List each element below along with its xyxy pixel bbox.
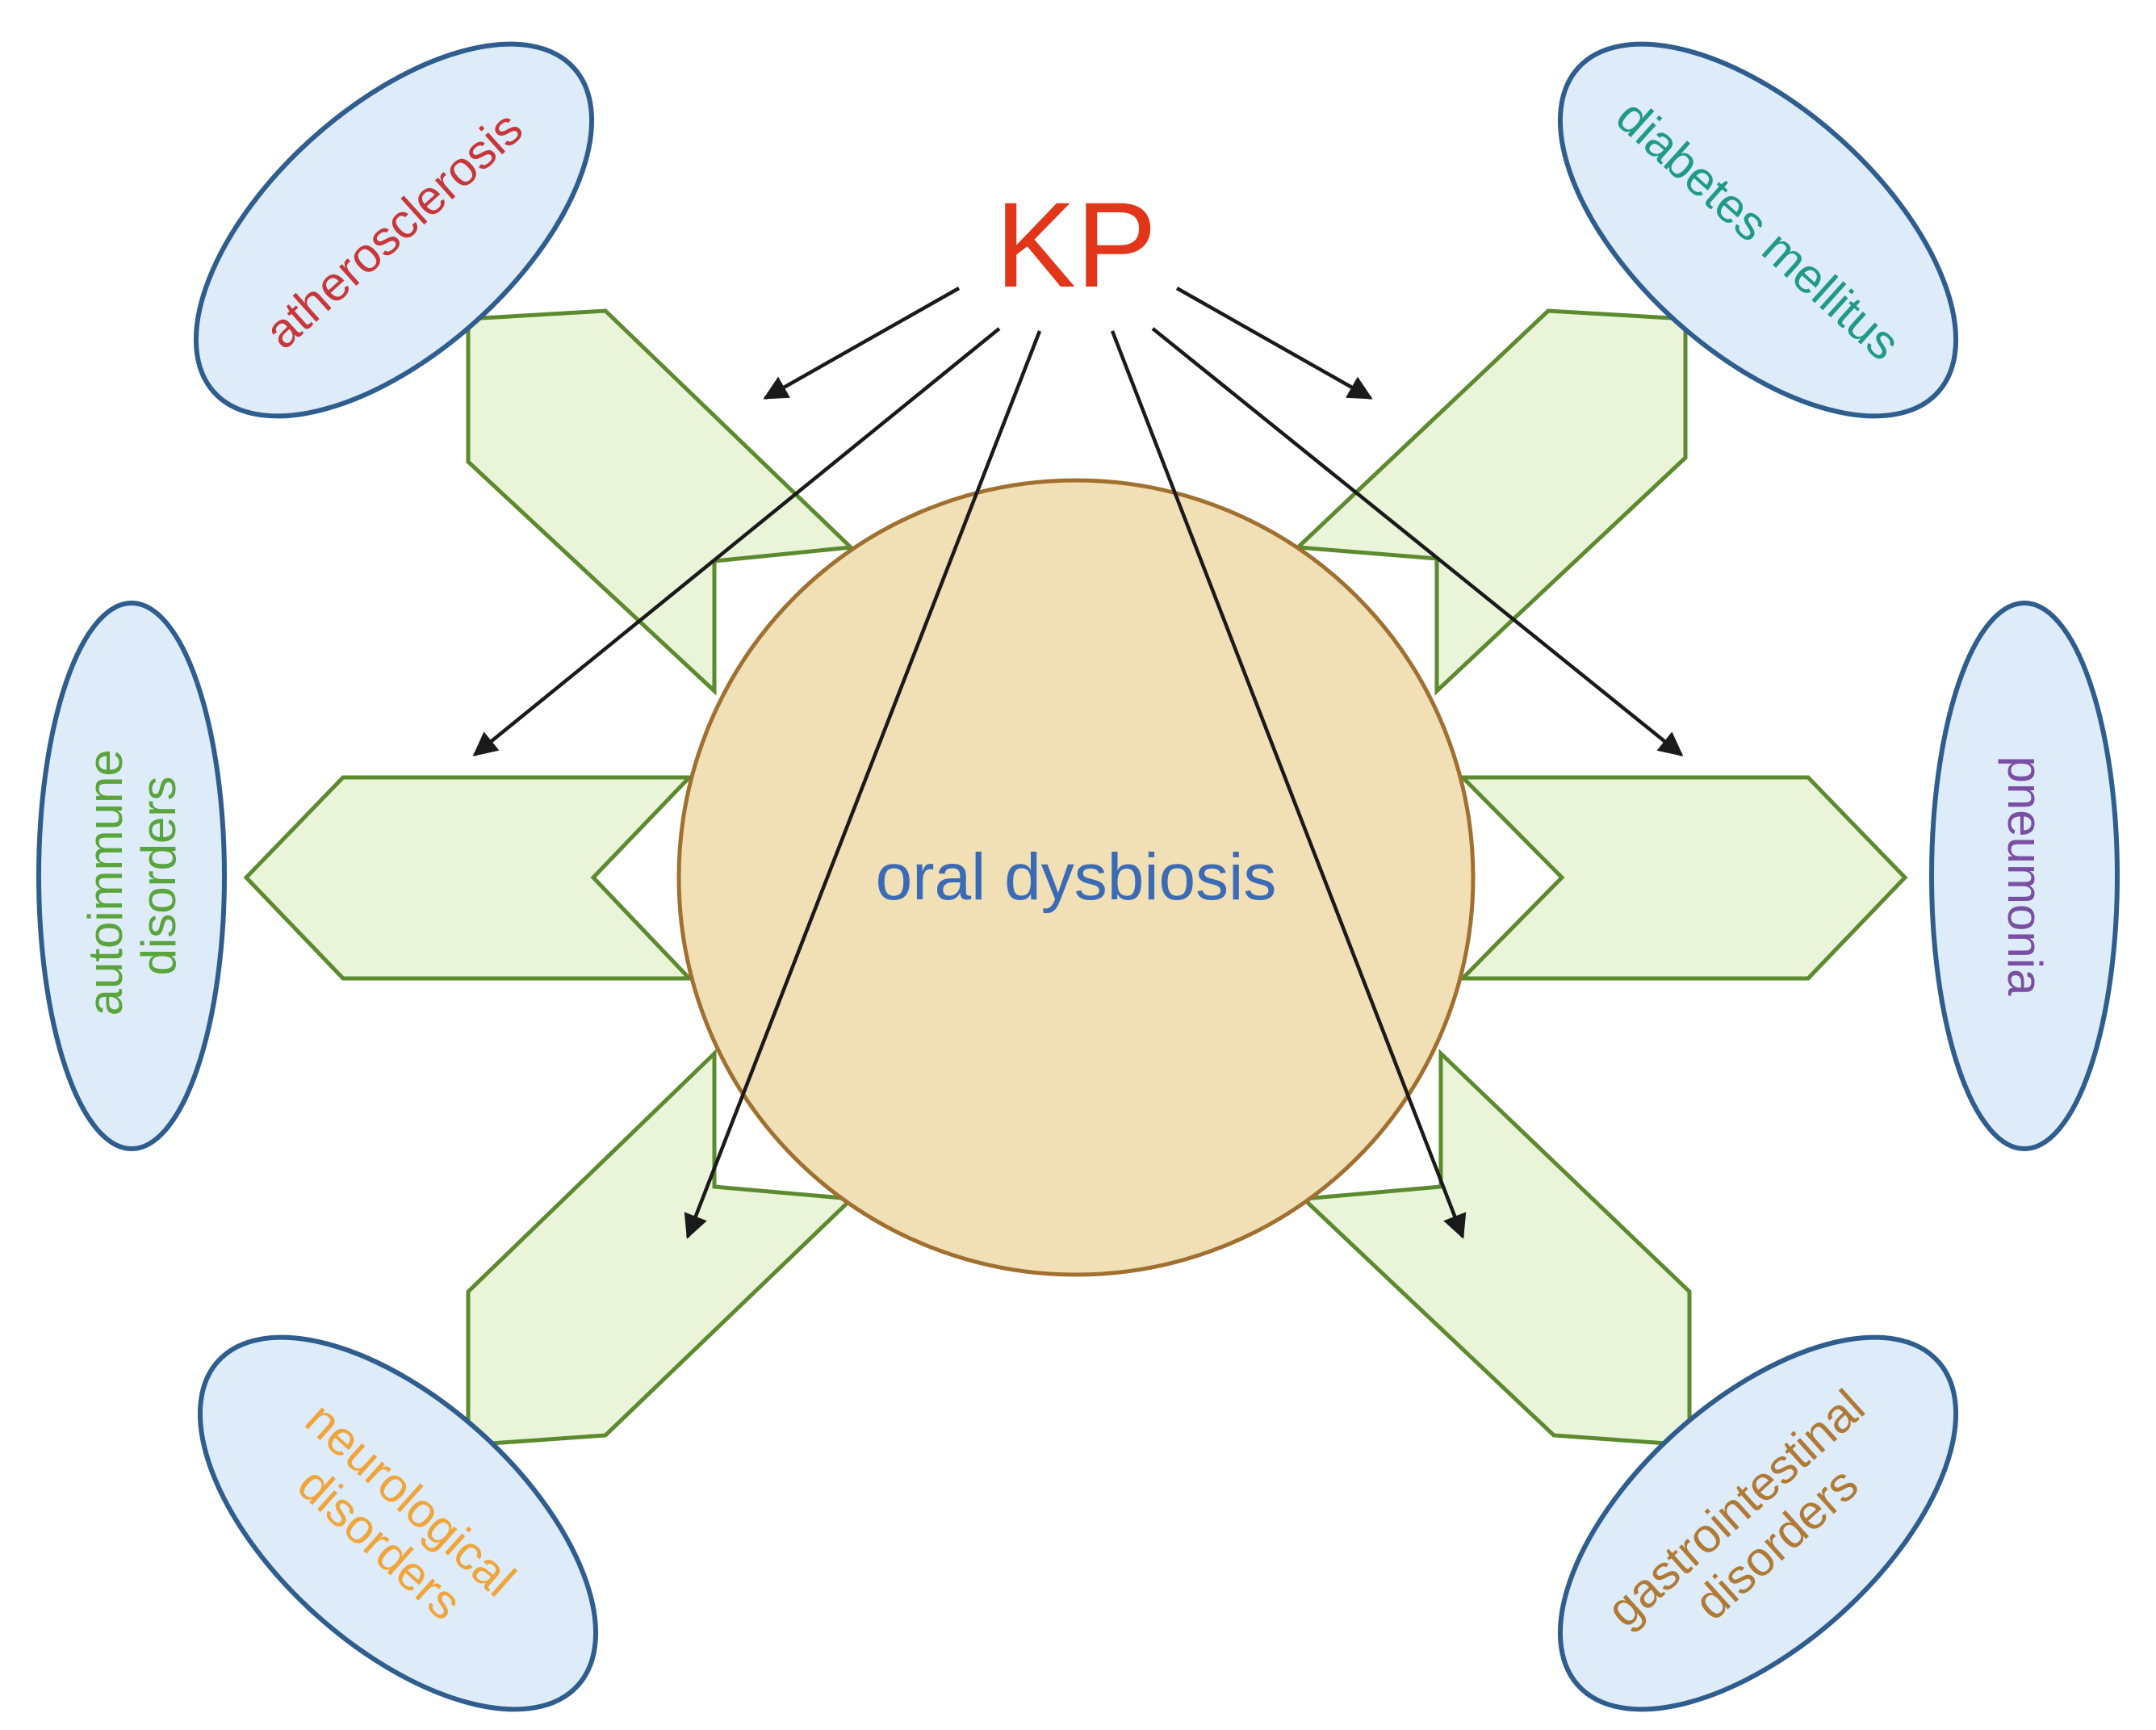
- autoimmune-disorders-label: autoimmune disorders: [78, 736, 186, 1016]
- autoimmune-disorders-label-line-1: autoimmune: [78, 749, 132, 1016]
- chevron-left: [243, 775, 694, 981]
- atherosclerosis-ellipse: [193, 41, 595, 419]
- arrow-to-neurological-disorders: [684, 330, 1042, 1239]
- kp-label: KP: [995, 177, 1157, 312]
- chevron-lower-left: [466, 1049, 856, 1447]
- chevron-connectors: [243, 308, 1908, 1447]
- pneumonia-label: pneumonia: [1998, 756, 2052, 997]
- kp-arrows: [472, 287, 1684, 1239]
- oral-dysbiosis-circle: [676, 478, 1476, 1277]
- oral-dysbiosis-label: oral dysbiosis: [876, 840, 1277, 914]
- autoimmune-disorders-ellipse: [36, 601, 227, 1151]
- neurological-disorders-ellipse: [197, 1334, 599, 1712]
- pneumonia-ellipse: [1929, 601, 2120, 1151]
- arrow-to-diabetes-mellitus: [1175, 287, 1373, 400]
- arrow-to-autoimmune-disorders: [472, 327, 1001, 756]
- gastrointestinal-disorders-ellipse: [1557, 1334, 1959, 1712]
- pneumonia-label-line-1: pneumonia: [1998, 756, 2052, 997]
- diabetes-mellitus-ellipse: [1557, 41, 1959, 419]
- arrow-to-pneumonia: [1151, 327, 1684, 756]
- autoimmune-disorders-label-line-2: disorders: [132, 777, 186, 976]
- arrow-to-atherosclerosis: [763, 287, 961, 400]
- chevron-lower-right: [1299, 1049, 1692, 1447]
- disease-ellipses: [36, 41, 2120, 1712]
- chevron-right: [1457, 775, 1908, 981]
- arrow-to-gastrointestinal-disorders: [1110, 330, 1467, 1239]
